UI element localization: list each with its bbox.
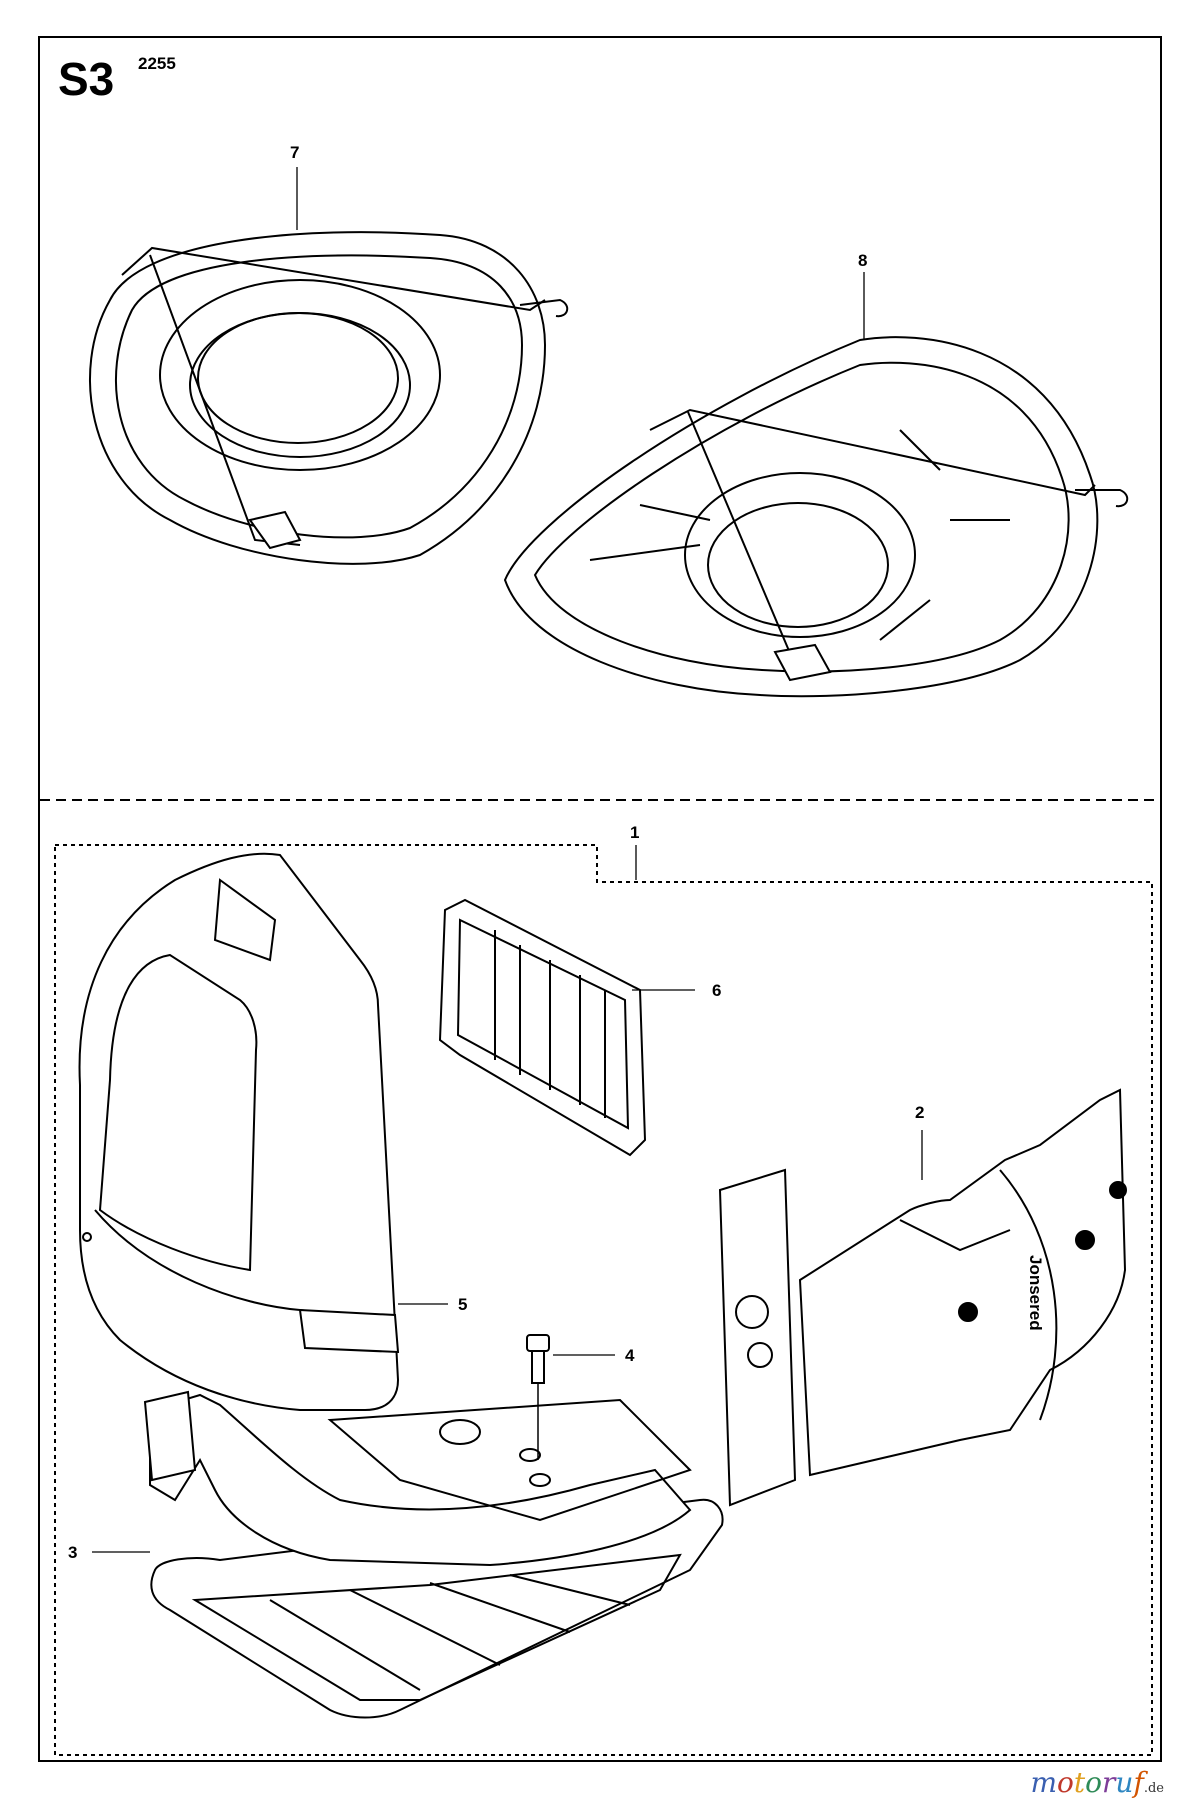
watermark-logo: motoruf.de xyxy=(1030,1766,1164,1799)
callout-8: 8 xyxy=(858,251,867,270)
part-5-filter-housing xyxy=(78,852,400,1411)
section-title: S3 xyxy=(58,53,115,105)
watermark-letter: t xyxy=(1073,1766,1086,1799)
part-6-filter-element xyxy=(438,898,647,1157)
callout-2: 2 xyxy=(915,1103,924,1122)
part-2-cylinder-cover xyxy=(718,1088,1127,1507)
callout-6: 6 xyxy=(712,981,721,1000)
callout-1: 1 xyxy=(630,823,639,842)
callout-7: 7 xyxy=(290,143,299,162)
callout-3: 3 xyxy=(68,1543,77,1562)
watermark-letter: u xyxy=(1115,1766,1134,1799)
leader-lines xyxy=(92,167,923,1553)
assembly-boundary xyxy=(54,844,1153,1756)
watermark-letter: o xyxy=(1057,1766,1074,1799)
brand-on-cylinder-cover: Jonsered xyxy=(1026,1255,1045,1331)
part-8-filter-cover xyxy=(503,336,1129,698)
watermark-letters: motoruf xyxy=(1030,1766,1143,1799)
diagram-frame xyxy=(38,36,1162,1762)
part-4-screw xyxy=(526,1334,550,1460)
part-7-filter-cover xyxy=(89,231,569,565)
watermark-letter: m xyxy=(1030,1766,1058,1799)
callout-5: 5 xyxy=(458,1295,467,1314)
callout-4: 4 xyxy=(625,1346,635,1365)
watermark-letter: f xyxy=(1133,1766,1144,1799)
watermark-letter: o xyxy=(1085,1766,1103,1799)
watermark-suffix: .de xyxy=(1143,1781,1164,1796)
part-3-filter-base xyxy=(143,1390,724,1719)
model-number: 2255 xyxy=(138,54,176,73)
watermark-letter: r xyxy=(1102,1766,1116,1799)
